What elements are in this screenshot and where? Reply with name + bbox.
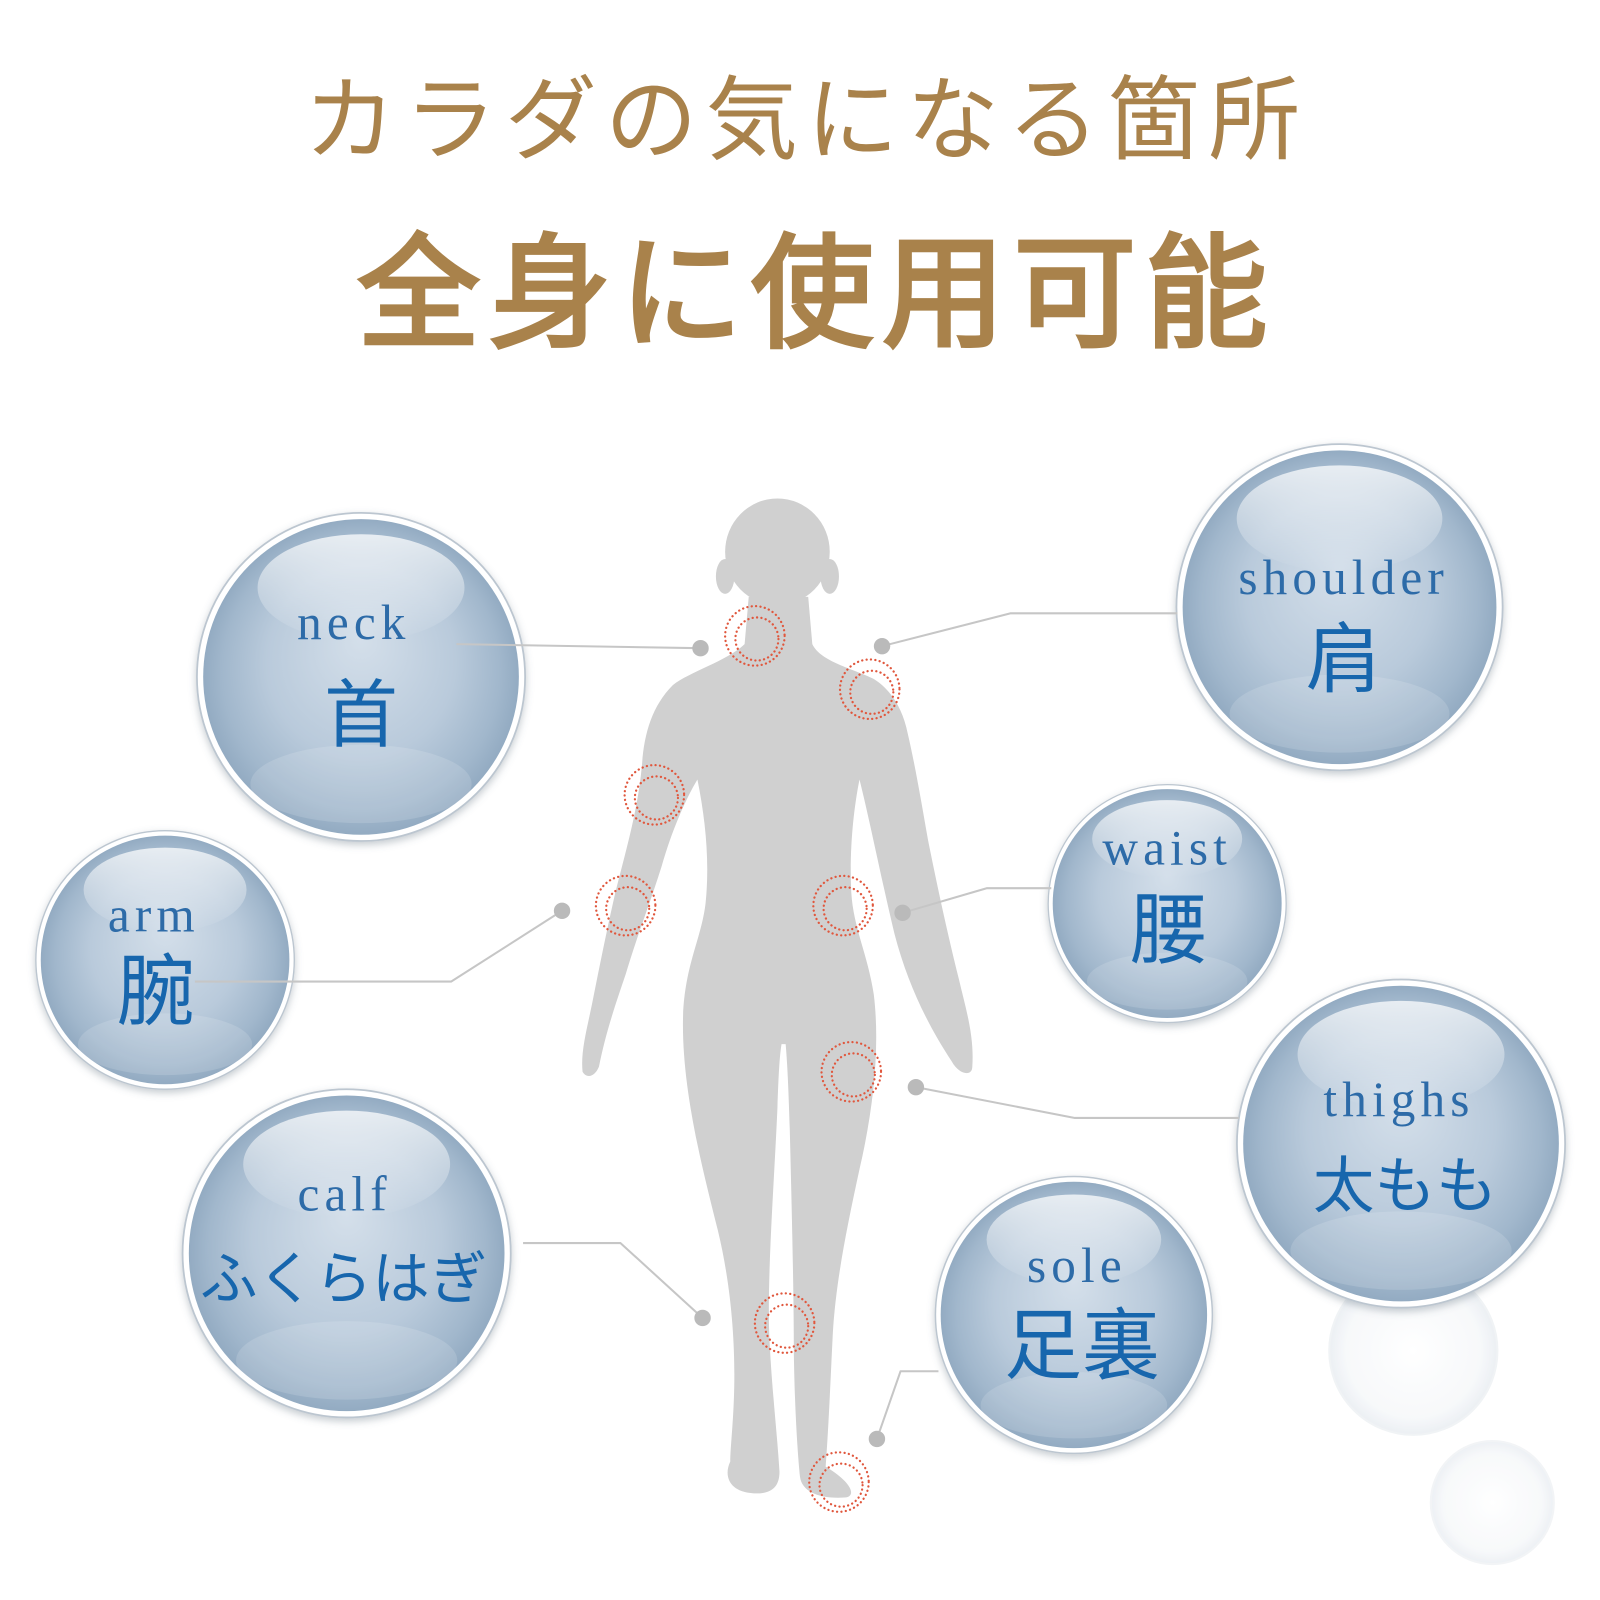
- label-en-sole: sole: [1027, 1238, 1127, 1293]
- silhouette-ear-left: [715, 558, 735, 594]
- bubble-circle: [1236, 978, 1567, 1309]
- label-ja-shoulder: 肩: [1306, 616, 1382, 704]
- connector-line-arm: [194, 909, 563, 983]
- connector-line-shoulder: [881, 612, 1178, 648]
- connector-dot-icon-thighs: [907, 1078, 925, 1096]
- label-ja-thighs: 太もも: [1313, 1150, 1498, 1222]
- bubble-circle: [1175, 443, 1504, 772]
- bubble-thighs: thighs 太もも: [1236, 978, 1567, 1309]
- connector-line-neck: [456, 643, 701, 650]
- connector-line-waist: [902, 887, 1052, 914]
- label-en-shoulder: shoulder: [1238, 550, 1449, 605]
- bubble-neck: neck 首: [196, 511, 527, 842]
- main-title: 全身に使用可能: [356, 221, 1276, 366]
- silhouette-head: [725, 498, 830, 606]
- connector-dot-icon-neck: [692, 640, 709, 657]
- human-silhouette-icon: [582, 498, 973, 1498]
- label-en-calf: calf: [297, 1166, 391, 1221]
- label-ja-neck: 首: [324, 673, 398, 759]
- bubble-arm: arm 腕: [35, 830, 296, 1090]
- connector-dot-icon-calf: [694, 1309, 711, 1327]
- bubble-sole: sole 足裏: [934, 1175, 1214, 1455]
- connectors: [194, 612, 1239, 1448]
- label-ja-arm: 腕: [117, 947, 195, 1037]
- label-en-arm: arm: [108, 887, 200, 942]
- headline: カラダの気になる箇所: [304, 66, 1309, 174]
- bubble-calf: calf ふくらはぎ: [181, 1088, 512, 1419]
- label-ja-waist: 腰: [1130, 886, 1208, 976]
- decorative-bubble: [1429, 1440, 1555, 1566]
- connector-line-thighs: [915, 1086, 1239, 1119]
- bubble-waist: waist 腰: [1047, 783, 1287, 1024]
- connector-dot-icon-sole: [868, 1430, 886, 1448]
- connector-dot-icon-shoulder: [873, 637, 891, 655]
- bubble-shoulder: shoulder 肩: [1175, 443, 1504, 772]
- silhouette-ear-right: [820, 558, 839, 594]
- label-en-neck: neck: [297, 595, 410, 650]
- label-ja-calf: ふくらはぎ: [200, 1245, 487, 1312]
- decorative-bubbles: [1328, 1265, 1555, 1566]
- connector-dot-icon-arm: [553, 902, 571, 919]
- label-en-thighs: thighs: [1323, 1072, 1474, 1127]
- silhouette-body: [582, 596, 973, 1498]
- connector-dot-icon-waist: [894, 904, 911, 922]
- connector-line-calf: [523, 1242, 704, 1319]
- label-en-waist: waist: [1102, 821, 1232, 876]
- label-ja-sole: 足裏: [1004, 1301, 1160, 1391]
- connector-line-sole: [875, 1370, 939, 1440]
